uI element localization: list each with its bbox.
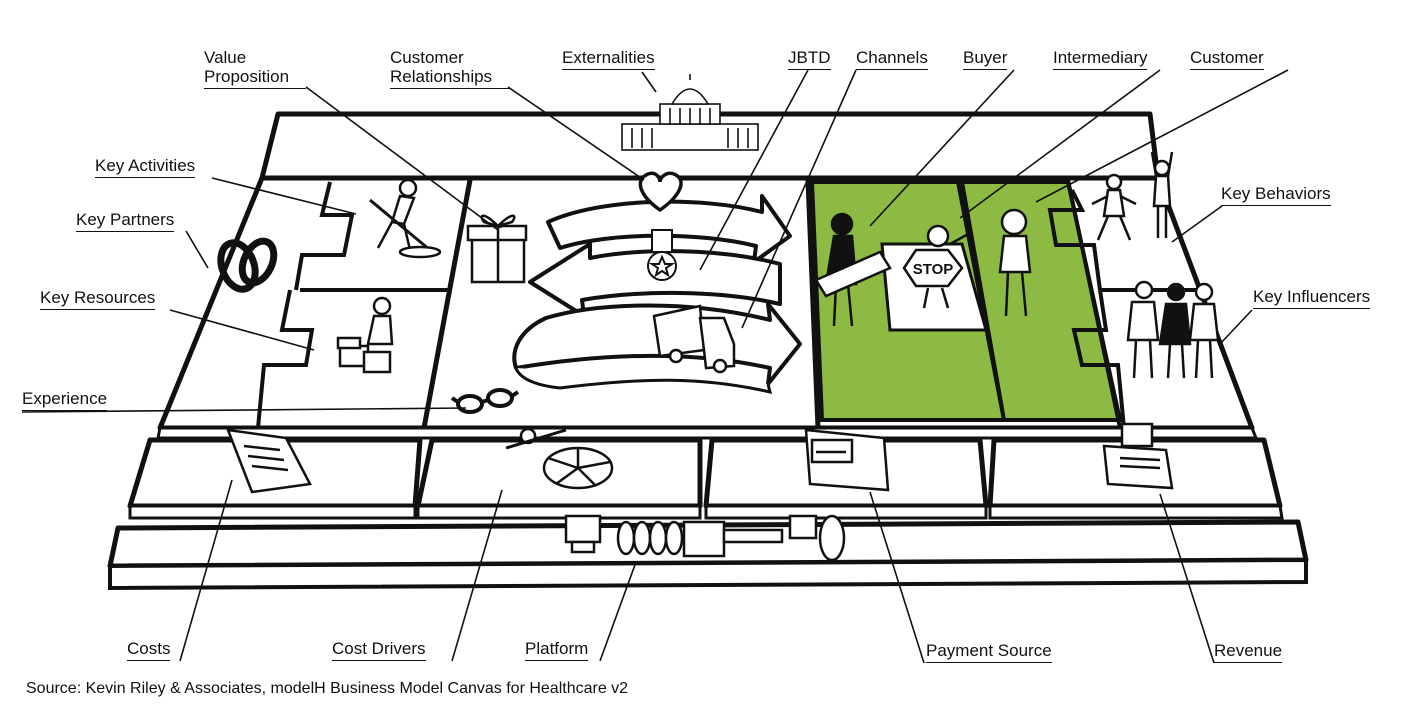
buyer-with-money-icon — [814, 212, 892, 327]
label-customer-relationships: Customer Relationships — [390, 48, 510, 89]
label-value-proposition: Value Proposition — [204, 48, 306, 89]
label-customer: Customer — [1190, 48, 1264, 70]
label-externalities: Externalities — [562, 48, 655, 70]
stop-guard-icon: STOP — [902, 224, 973, 309]
label-key-influencers: Key Influencers — [1253, 287, 1371, 309]
label-jbtd: JBTD — [788, 48, 831, 70]
pie-chart-icon — [505, 427, 614, 490]
label-key-resources: Key Resources — [40, 288, 156, 310]
chain-links-icon — [217, 237, 278, 293]
label-platform: Platform — [525, 639, 589, 661]
label-channels: Channels — [856, 48, 928, 70]
capitol-building-icon — [621, 74, 759, 151]
source-caption: Source: Kevin Riley & Associates, modelH… — [26, 680, 629, 697]
platform-bar — [107, 519, 1309, 591]
leader-lines — [21, 69, 1289, 664]
jumping-people-icon — [1091, 151, 1174, 241]
glasses-icon — [450, 388, 520, 414]
platform-machine-icon — [564, 514, 846, 562]
worker-with-boxes-icon — [336, 296, 394, 374]
heart-icon — [638, 171, 683, 213]
label-costs: Costs — [127, 639, 171, 661]
label-experience: Experience — [22, 389, 108, 411]
customer-person-icon — [998, 208, 1032, 317]
influencers-group-icon — [1126, 280, 1220, 379]
payment-card-machine-icon — [804, 428, 890, 492]
cash-register-icon — [1102, 422, 1174, 490]
truck-icon — [652, 304, 736, 374]
label-revenue: Revenue — [1214, 641, 1283, 663]
label-cost-drivers: Cost Drivers — [332, 639, 426, 661]
label-intermediary: Intermediary — [1053, 48, 1148, 70]
stop-sign-text: STOP — [913, 261, 954, 278]
bill-document-icon — [226, 428, 312, 494]
digging-worker-icon — [369, 178, 442, 259]
label-key-partners: Key Partners — [76, 210, 175, 232]
medal-icon — [647, 229, 677, 281]
label-payment-source: Payment Source — [926, 641, 1052, 663]
gift-box-icon — [466, 214, 528, 284]
label-key-activities: Key Activities — [95, 156, 196, 178]
label-key-behaviors: Key Behaviors — [1221, 184, 1331, 206]
label-buyer: Buyer — [963, 48, 1008, 70]
